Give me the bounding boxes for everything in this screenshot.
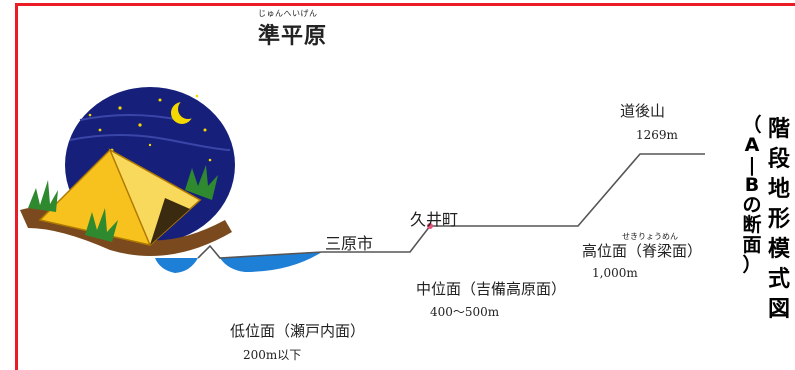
heading-char: 形 bbox=[767, 207, 790, 232]
high-surface-label: 高位面（脊梁面） bbox=[582, 242, 703, 260]
sky-streak bbox=[79, 114, 181, 121]
section-heading-main: 階 段 地 形 模 式 図 bbox=[765, 115, 793, 325]
sky-streak bbox=[69, 134, 231, 151]
grass-left bbox=[28, 180, 58, 212]
heading-char: 断 bbox=[742, 214, 762, 236]
heading-char: 面 bbox=[742, 234, 762, 256]
moon-shadow bbox=[178, 99, 198, 119]
heading-char: 模 bbox=[767, 237, 790, 262]
title-ruby: じゅんへいげん bbox=[258, 9, 318, 18]
grass-front bbox=[85, 208, 118, 242]
heading-char: ） bbox=[742, 254, 762, 276]
frame-border-left bbox=[15, 3, 18, 370]
heading-char: | bbox=[748, 154, 756, 176]
star-icons bbox=[88, 94, 212, 162]
grass-right bbox=[185, 165, 218, 200]
heading-char: （ bbox=[742, 114, 762, 136]
heading-char: 図 bbox=[767, 297, 790, 322]
high-surface-ruby: せきりょうめん bbox=[622, 232, 678, 241]
low-surface-label: 低位面（瀬戸内面） bbox=[230, 322, 366, 340]
kui-marker bbox=[427, 223, 433, 229]
heading-char: B bbox=[744, 174, 760, 196]
heading-char: の bbox=[742, 194, 762, 216]
dogo-height-label: 1269m bbox=[636, 128, 678, 142]
dogo-name-label: 道後山 bbox=[620, 102, 666, 120]
heading-char: 地 bbox=[767, 177, 790, 202]
section-heading-ab: （ A | B の 断 面 ） bbox=[738, 115, 766, 275]
heading-char: 式 bbox=[767, 267, 790, 292]
terrain-profile-line bbox=[197, 153, 705, 259]
mid-surface-label: 中位面（吉備高原面） bbox=[416, 280, 567, 298]
sea-left bbox=[155, 258, 198, 273]
low-height-label: 200m以下 bbox=[243, 348, 302, 362]
tent-door bbox=[150, 198, 190, 245]
high-height-label: 1,000m bbox=[592, 266, 638, 280]
camping-tent-illustration bbox=[20, 87, 235, 256]
kui-label: 久井町 bbox=[410, 210, 459, 229]
heading-char: 階 bbox=[767, 117, 790, 142]
mihara-label: 三原市 bbox=[325, 234, 374, 253]
mid-height-label: 400～500m bbox=[430, 305, 500, 319]
diagram-title: 準平原 bbox=[258, 24, 328, 49]
frame-border-top bbox=[15, 3, 795, 6]
heading-char: A bbox=[744, 134, 760, 156]
heading-char: 段 bbox=[767, 147, 790, 172]
